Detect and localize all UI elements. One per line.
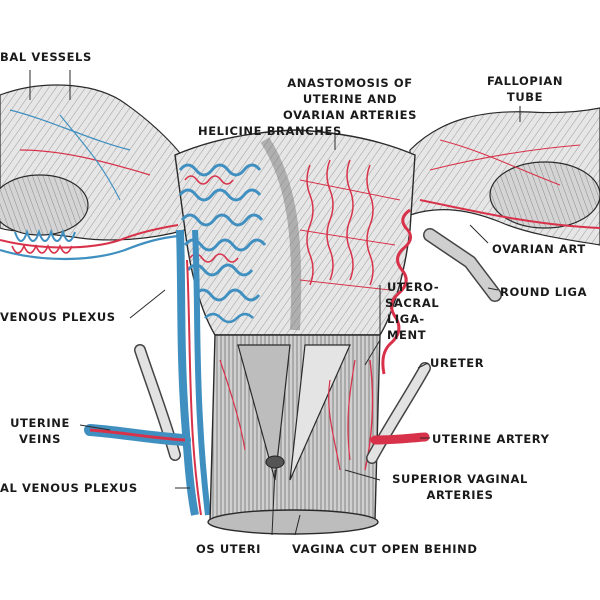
label-uterine-artery: UTERINE ARTERY bbox=[432, 432, 550, 446]
label-venous-plexus: VENOUS PLEXUS bbox=[0, 310, 116, 324]
label-fallopian-1: FALLOPIAN bbox=[486, 74, 564, 88]
label-helicine-branches: HELICINE BRANCHES bbox=[198, 124, 342, 138]
label-vaginal-venous-plexus: AL VENOUS PLEXUS bbox=[0, 481, 138, 495]
left-tube-and-ovary bbox=[0, 84, 186, 261]
label-uterosacral-4: MENT bbox=[387, 328, 427, 342]
label-uterine-veins-2: VEINS bbox=[19, 432, 61, 446]
label-superior-vaginal-2: ARTERIES bbox=[426, 488, 494, 502]
label-superior-vaginal-1: SUPERIOR VAGINAL bbox=[392, 472, 528, 486]
label-uterosacral-2: SACRAL bbox=[385, 296, 440, 310]
label-anastomosis-2: UTERINE AND bbox=[302, 92, 398, 106]
label-uterosacral-1: UTERO- bbox=[387, 280, 440, 294]
label-round-ligament: ROUND LIGA bbox=[500, 285, 588, 299]
label-ovarian-artery: OVARIAN ART bbox=[492, 242, 586, 256]
uterine-vessels bbox=[84, 424, 430, 446]
label-os-uteri: OS UTERI bbox=[196, 542, 262, 556]
label-uterosacral-3: LIGA- bbox=[387, 312, 425, 326]
leader-lines bbox=[29, 70, 521, 536]
label-uterine-veins-1: UTERINE bbox=[10, 416, 70, 430]
label-ureter: URETER bbox=[430, 356, 485, 370]
label-fallopian-2: TUBE bbox=[506, 90, 544, 104]
label-anastomosis-3: OVARIAN ARTERIES bbox=[283, 108, 417, 122]
uterus-body bbox=[174, 129, 416, 516]
vagina-cut-open bbox=[207, 334, 381, 535]
label-anastomosis-1: ANASTOMOSIS OF bbox=[287, 76, 413, 90]
label-vagina-cut-open: VAGINA CUT OPEN BEHIND bbox=[292, 542, 478, 556]
right-tube-and-ovary bbox=[409, 107, 600, 302]
label-tubal-vessels: BAL VESSELS bbox=[0, 50, 92, 64]
